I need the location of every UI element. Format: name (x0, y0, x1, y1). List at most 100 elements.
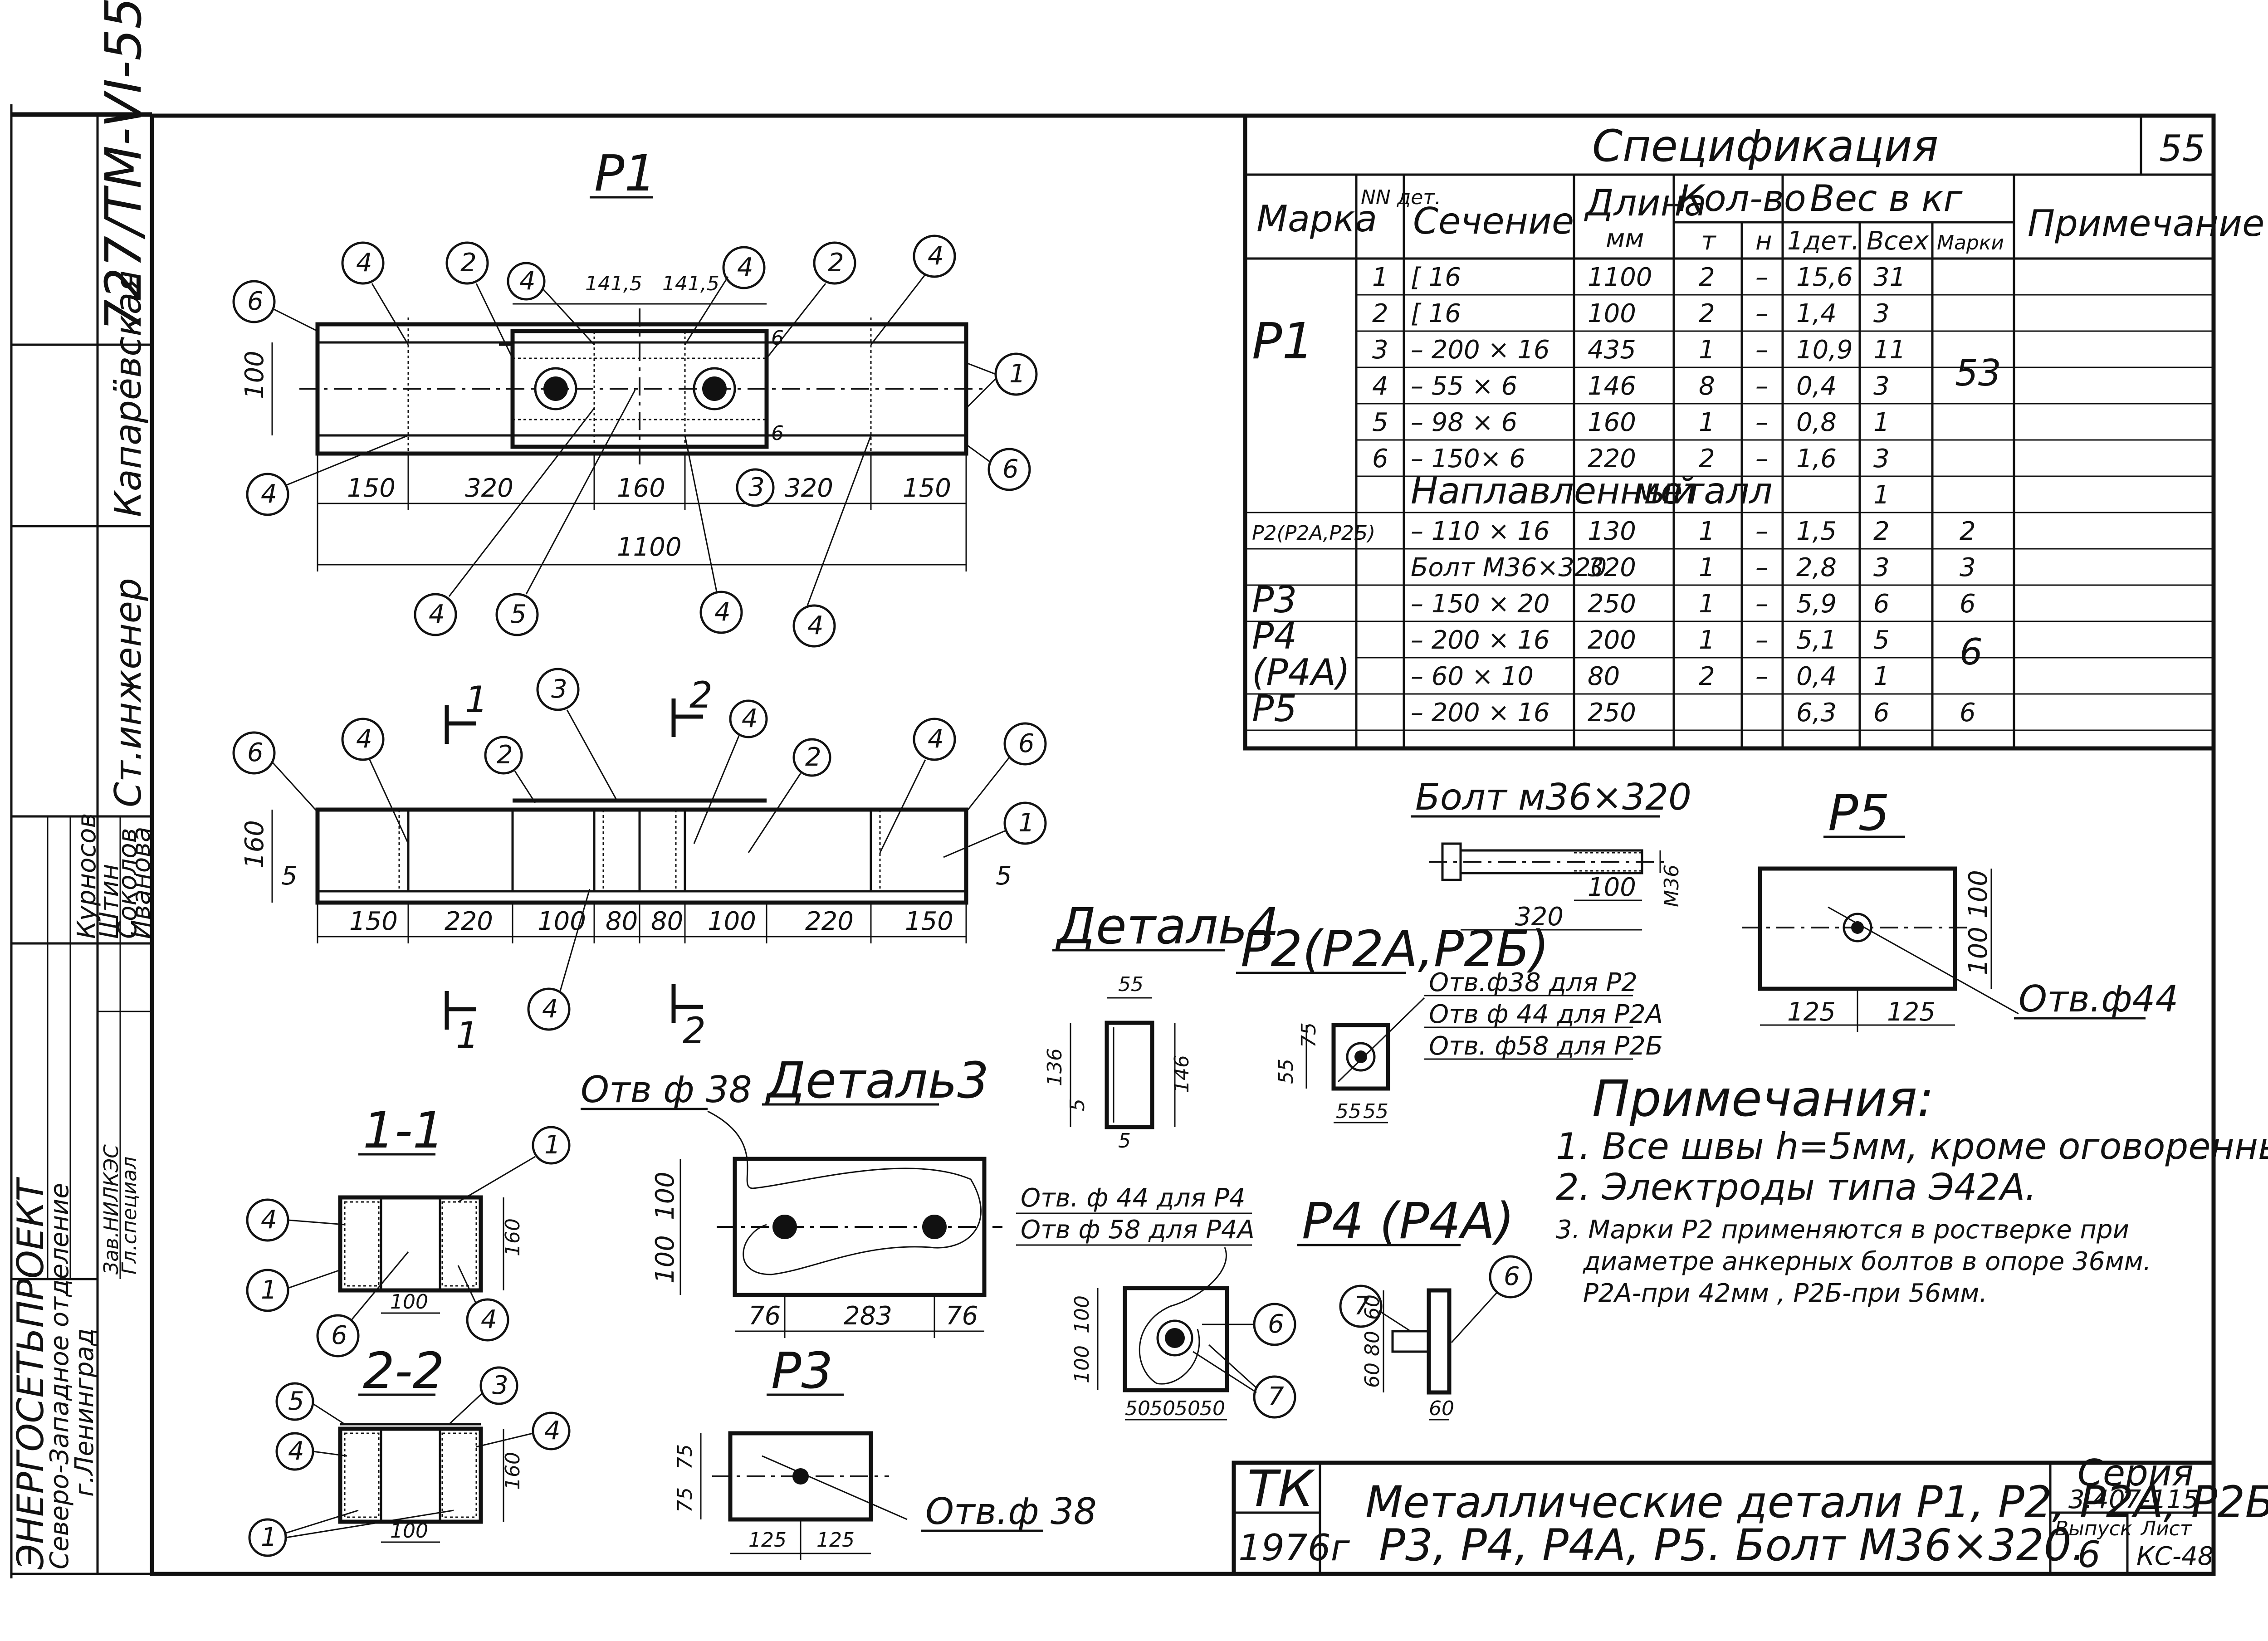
svg-text:4: 4 (542, 994, 558, 1024)
col-weight: Вес в кг (1810, 177, 1963, 220)
spec-section: [ 16 (1411, 299, 1461, 328)
spec-weight-all: 11 (1873, 335, 1906, 365)
spec-nn: 4 (1372, 371, 1388, 401)
svg-text:1: 1 (1018, 808, 1035, 838)
bolt-dim-thread: 100 (1588, 873, 1636, 902)
p5-dim-w1: 125 (1787, 997, 1836, 1027)
side-dim-h: 160 (240, 820, 269, 869)
spec-weld-label-1: Наплавленный (1411, 470, 1696, 512)
spec-qty-n2: – (1755, 517, 1768, 546)
spec-weight-all: 3 (1873, 371, 1890, 401)
svg-text:4: 4 (288, 1436, 304, 1466)
svg-text:1: 1 (544, 1130, 561, 1160)
svg-text:6: 6 (1018, 729, 1035, 758)
tb-series-label: Серия (2077, 1452, 2194, 1494)
det3-dim-3: 76 (946, 1301, 978, 1331)
cut-mark-1-top: 1 (465, 679, 488, 721)
spec-length: 100 (1588, 299, 1636, 328)
det3-dim-h1: 100 (650, 1172, 680, 1220)
side-dim-4: 80 (606, 907, 638, 936)
bolt-title: Болт м36×320 (1415, 776, 1691, 818)
stamp-name-4: Иванова (127, 827, 156, 939)
svg-text:2: 2 (828, 248, 844, 278)
svg-text:4: 4 (481, 1305, 497, 1334)
spec-qty-t: 2 (1699, 299, 1715, 328)
p2-hole-2: Отв ф 44 для Р2А (1429, 1000, 1663, 1029)
tb-series: 3.407-115 (2068, 1485, 2199, 1514)
tb-tk: ТК (1247, 1460, 1315, 1518)
sec11-dim-w: 100 (390, 1290, 428, 1314)
sec22-dim-h: 160 (501, 1452, 524, 1490)
detail-4: Деталь4 55 136 146 5 5 (1043, 897, 1279, 1153)
note-2: 2. Электроды типа Э42А. (1556, 1166, 2037, 1208)
spec-weight-all: 31 (1873, 263, 1906, 292)
stamp-role-2: Гл.специал (118, 1157, 141, 1275)
spec-qty-t2: 1 (1699, 625, 1715, 655)
stamp-org: ЭНЕРГОСЕТЬПРОЕКТ (10, 1177, 52, 1570)
side-dim-6: 100 (708, 907, 756, 936)
p4-dim-h2: 100 (1070, 1345, 1094, 1383)
dim-141-b: 141,5 (662, 272, 719, 295)
svg-text:4: 4 (544, 1416, 561, 1446)
weld-6-b: 6 (771, 422, 784, 445)
det4-dim-w: 55 (1118, 973, 1144, 996)
note-3: 3. Марки Р2 применяются в ростверке при (1556, 1215, 2129, 1245)
side-dim-5: 80 (651, 907, 683, 936)
det4-dim-5a: 5 (1066, 1099, 1089, 1111)
p4-dim-w4: 50 (1200, 1397, 1225, 1420)
tb-issue-label: Выпуск (2055, 1517, 2132, 1540)
p4-hole-1: Отв. ф 44 для Р4 (1021, 1183, 1245, 1213)
spec-section: – 150× 6 (1411, 444, 1525, 474)
spec-weight-all2: 6 (1873, 589, 1890, 619)
spec-length2: 250 (1588, 589, 1636, 619)
svg-text:1: 1 (261, 1523, 277, 1552)
spec-nn: 3 (1372, 335, 1388, 365)
spec-length2: 80 (1588, 662, 1620, 691)
svg-text:4: 4 (356, 724, 372, 754)
spec-mark2: Р2(Р2А,Р2Б) (1252, 522, 1375, 545)
det3-hole-label: Отв ф 38 (581, 1069, 752, 1111)
svg-text:6: 6 (1504, 1262, 1520, 1291)
p5-dim-h2: 100 (1964, 927, 1993, 975)
spec-section2: Болт М36×320 (1411, 553, 1607, 582)
cut-mark-2-top: 2 (689, 674, 713, 716)
tb-sheet: КС-48 (2136, 1542, 2214, 1571)
note-3b: диаметре анкерных болтов в опоре 36мм. (1583, 1247, 2151, 1276)
col-qty-n: н (1755, 226, 1772, 256)
part-p4: Отв. ф 44 для Р4 Отв ф 58 для Р4А 6 7 10… (1016, 1183, 1296, 1421)
p1-plan-view: Р1 150 320 160 320 150 1100 141 (232, 144, 1038, 648)
p4-dim-h1: 100 (1070, 1295, 1094, 1333)
spec-weight-one: 0,4 (1796, 371, 1837, 401)
p5-title: Р5 (1828, 784, 1890, 842)
spec-qty-t2: 1 (1699, 589, 1715, 619)
spec-weight-all2: 1 (1873, 662, 1890, 691)
spec-nn: 1 (1372, 263, 1388, 292)
p4-dim-w3: 50 (1175, 1397, 1200, 1420)
spec-p1-mark-weight: 53 (1955, 352, 2001, 394)
side-dim-7: 220 (805, 907, 854, 936)
p2-dim-w1: 55 (1336, 1100, 1361, 1123)
det3-dim-1: 76 (748, 1301, 781, 1331)
p3-dim-h1: 75 (674, 1444, 697, 1470)
p5-dim-h1: 100 (1964, 870, 1993, 918)
dim-100-h: 100 (240, 351, 269, 399)
p2-hole-1: Отв.ф38 для Р2 (1429, 968, 1637, 997)
spec-weld-weight: 1 (1873, 480, 1890, 510)
spec-qty-n: – (1755, 263, 1768, 292)
tb-year: 1976г (1238, 1527, 1350, 1569)
spec-nn: 2 (1372, 299, 1388, 328)
svg-text:4: 4 (737, 253, 753, 282)
side-dim-5-right: 5 (996, 861, 1012, 891)
spec-mark2: Р4 (1252, 615, 1297, 657)
bolt-dim-dia: М36 (1660, 864, 1683, 907)
spec-weight-one: 0,8 (1796, 408, 1837, 437)
title-block: ТК 1976г Металлические детали Р1, Р2, Р2… (1232, 1452, 2268, 1576)
spec-length2: 320 (1588, 553, 1636, 582)
svg-text:6: 6 (331, 1321, 347, 1350)
spec-weight-mark2: 6 (1960, 698, 1976, 728)
stamp-checker: Капарёвская (107, 270, 149, 517)
svg-text:4: 4 (742, 704, 758, 733)
spec-weight-one: 1,4 (1796, 299, 1837, 328)
spec-weight-all2: 6 (1873, 698, 1890, 728)
